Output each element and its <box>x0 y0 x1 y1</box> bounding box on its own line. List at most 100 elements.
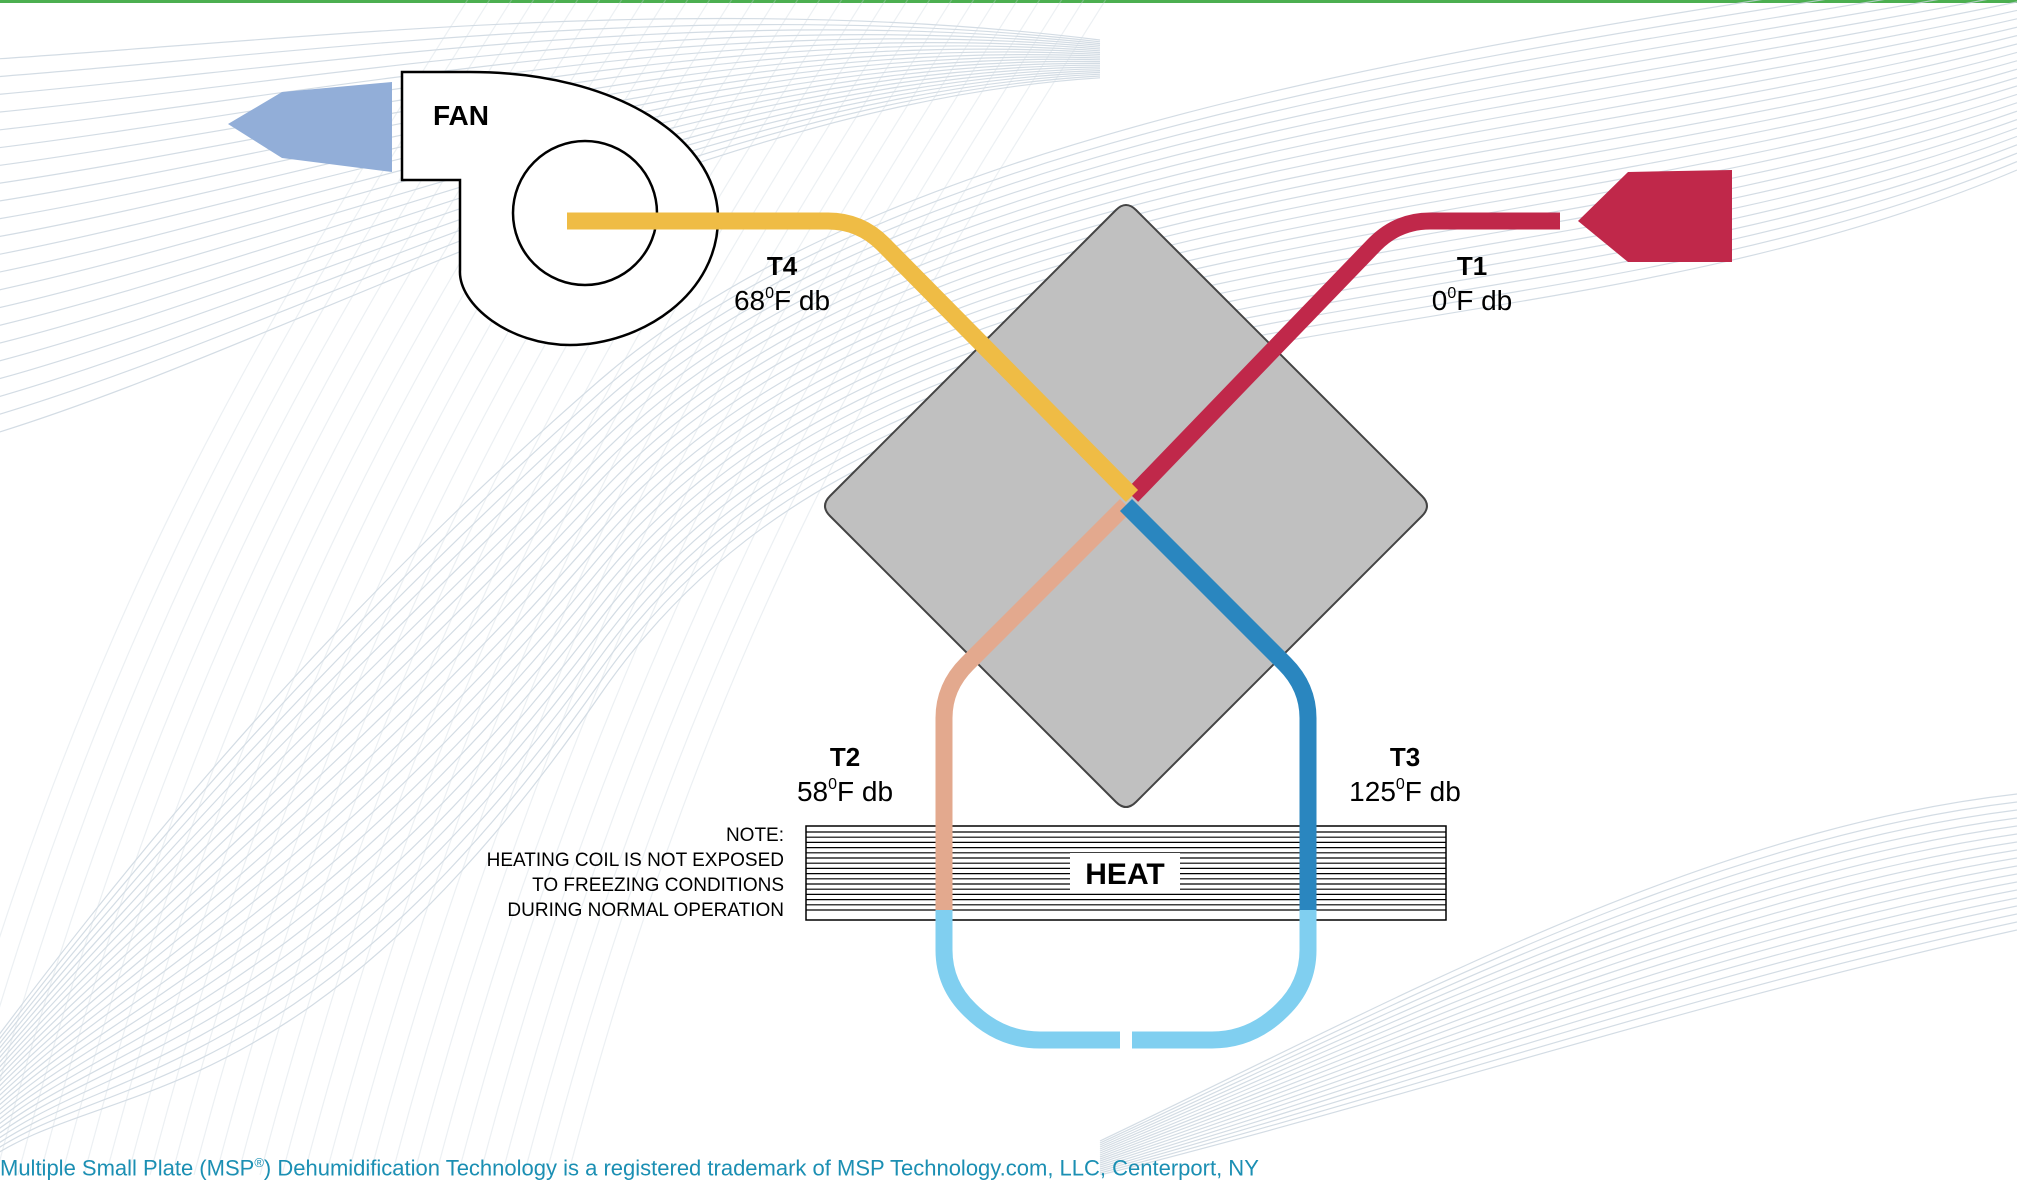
mesh-line <box>0 60 2017 1092</box>
coil-note: NOTE: HEATING COIL IS NOT EXPOSED TO FRE… <box>487 825 784 921</box>
t3-label: T3 1250F db <box>1349 742 1461 807</box>
t2-name: T2 <box>830 742 860 772</box>
t2-label: T2 580F db <box>797 742 893 807</box>
coil-loop-right <box>1132 910 1317 1049</box>
t4-label: T4 680F db <box>734 251 830 316</box>
heat-label-bg <box>1070 853 1180 891</box>
mesh-line <box>0 152 2017 1144</box>
mesh-line <box>0 0 1940 1049</box>
mesh-line <box>0 43 2017 1082</box>
mesh-line <box>1099 817 2017 1148</box>
mesh-line <box>0 1 2017 1059</box>
mesh-line <box>369 0 909 1175</box>
mesh-line <box>0 29 1101 95</box>
t3-value: 1250F db <box>1349 776 1461 807</box>
mesh-line <box>1099 809 2017 1146</box>
preheated-air-path <box>935 498 1133 914</box>
degree-mark: 0 <box>765 285 774 302</box>
top-accent-rule <box>0 0 2017 3</box>
temperature-labels: T4 680F db T1 00F db T2 580F db T3 1250F… <box>734 251 1512 807</box>
mesh-line <box>1099 793 2017 1142</box>
mesh-line <box>1099 841 2017 1154</box>
footer-prefix: Multiple Small Plate (MSP <box>0 1155 255 1181</box>
mesh-line <box>0 38 1101 131</box>
degree-mark: 0 <box>1396 776 1405 793</box>
mesh-line <box>0 119 2017 1125</box>
mesh-line <box>0 169 2017 1153</box>
mesh-line <box>1099 881 2017 1164</box>
degree-mark: 0 <box>1447 285 1456 302</box>
mesh-line <box>0 93 2017 1110</box>
mesh-line <box>0 77 2017 1101</box>
mesh-line <box>1099 825 2017 1150</box>
mesh-line <box>0 9 2017 1063</box>
t3-name: T3 <box>1390 742 1420 772</box>
mesh-line <box>1099 929 2017 1175</box>
fan: FAN <box>400 70 720 347</box>
mesh-line <box>0 35 2017 1077</box>
mesh-line <box>1099 913 2017 1172</box>
mesh-line <box>523 0 1063 1175</box>
mesh-line <box>0 0 1988 1054</box>
note-line-4: DURING NORMAL OPERATION <box>507 900 784 921</box>
mesh-line <box>567 0 1107 1175</box>
mesh-line <box>0 144 2017 1139</box>
mesh-line <box>0 33 1101 113</box>
t4-name: T4 <box>767 251 798 281</box>
mesh-line <box>0 0 1826 1040</box>
mesh-line <box>435 0 975 1175</box>
mesh-line <box>347 0 887 1175</box>
mesh-line <box>1099 865 2017 1160</box>
outdoor-air-arrow <box>1578 170 1732 262</box>
mesh-line <box>457 0 997 1175</box>
mesh-line <box>0 26 2017 1073</box>
t4-value: 680F db <box>734 285 830 316</box>
mesh-line <box>0 0 1885 1044</box>
mesh-line <box>1099 921 2017 1174</box>
fan-label: FAN <box>433 100 489 131</box>
degree-mark: 0 <box>828 776 837 793</box>
mesh-line <box>0 68 2017 1096</box>
mesh-line <box>0 0 1763 1035</box>
air-paths <box>567 212 1560 1049</box>
mesh-line <box>0 127 2017 1129</box>
exhaust-arrow <box>228 82 392 172</box>
registered-mark: ® <box>254 1155 264 1170</box>
mesh-line <box>545 0 1085 1175</box>
mesh-line <box>1099 897 2017 1168</box>
mesh-line <box>0 23 1101 78</box>
mesh-line <box>325 0 865 1175</box>
mesh-line <box>0 161 2017 1148</box>
outdoor-air-path <box>1125 212 1560 502</box>
mesh-line <box>0 85 2017 1106</box>
footer-trademark: Multiple Small Plate (MSP®) Dehumidifica… <box>0 1150 2017 1181</box>
mesh-line <box>1099 857 2017 1158</box>
supply-air-path <box>567 212 1139 502</box>
mesh-line <box>0 17 1101 60</box>
mesh-line <box>1099 889 2017 1166</box>
t1-label: T1 00F db <box>1432 251 1513 316</box>
mesh-line <box>1099 873 2017 1162</box>
heating-coil: HEAT <box>805 825 1447 921</box>
mesh-line <box>1099 801 2017 1144</box>
note-line-2: HEATING COIL IS NOT EXPOSED <box>487 850 784 871</box>
exhaust-heated-path <box>1119 498 1317 914</box>
heat-label: HEAT <box>1085 858 1164 891</box>
t1-name: T1 <box>1457 251 1487 281</box>
mesh-line <box>479 0 1019 1175</box>
mesh-line <box>215 0 755 1175</box>
footer-suffix: ) Dehumidification Technology is a regis… <box>263 1155 1259 1181</box>
mesh-line <box>1099 849 2017 1156</box>
mesh-line <box>0 51 2017 1087</box>
mesh-line <box>413 0 953 1175</box>
mesh-line <box>237 0 777 1175</box>
t2-value: 580F db <box>797 776 893 807</box>
note-line-1: NOTE: <box>726 825 784 846</box>
mesh-line <box>1099 905 2017 1170</box>
mesh-line <box>303 0 843 1175</box>
note-line-3: TO FREEZING CONDITIONS <box>532 875 784 896</box>
mesh-line <box>1099 833 2017 1152</box>
mesh-line <box>391 0 931 1175</box>
mesh-line <box>259 0 799 1175</box>
